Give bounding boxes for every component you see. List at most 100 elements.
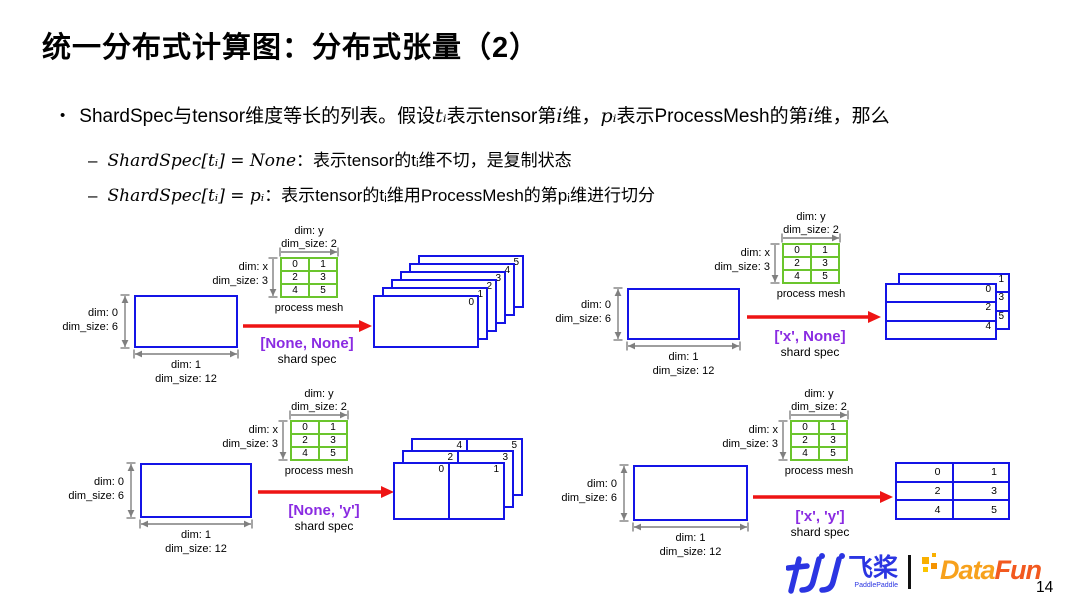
shard-label: 3 bbox=[998, 292, 1004, 304]
mesh-cell: 3 bbox=[310, 272, 336, 283]
tensor-dim0-size-label: dim_size: 6 bbox=[555, 313, 611, 325]
dim-arrow-head bbox=[121, 296, 129, 303]
dim-arrow-head bbox=[127, 510, 135, 517]
mesh-cell: 2 bbox=[792, 435, 818, 446]
dim-arrow-head bbox=[141, 520, 148, 528]
shard-label: 3 bbox=[502, 452, 508, 463]
grid-cell: 0 bbox=[934, 466, 941, 479]
paddlepaddle-icon bbox=[786, 553, 845, 594]
bullet-sub-2: –ShardSpec[tᵢ] = pᵢ：表示tensor的tᵢ维用Process… bbox=[88, 181, 655, 206]
col-shard-cell: 1 bbox=[448, 464, 503, 518]
dim-arrow-head bbox=[269, 289, 277, 296]
dim-arrow-head bbox=[135, 350, 142, 358]
bullet-text: ShardSpec与tensor维度等长的列表。假设 bbox=[79, 106, 436, 127]
col-shard-cell: 4 bbox=[413, 440, 466, 494]
tensor-dim1-label: dim: 1 bbox=[668, 351, 699, 363]
tensor-dim0-label: dim: 0 bbox=[94, 475, 124, 488]
mesh-dim-x-label: dim: x bbox=[238, 261, 268, 273]
mesh-dim-size-x-label: dim_size: 3 bbox=[222, 438, 278, 450]
mesh-dim-size-x-label: dim_size: 3 bbox=[714, 261, 770, 273]
bullet-text: 维，那么 bbox=[813, 106, 890, 127]
mesh-dim-y-label: dim: y bbox=[304, 388, 334, 400]
mesh-cell: 3 bbox=[320, 435, 346, 446]
datafun-text-2: Fun bbox=[994, 555, 1042, 585]
mesh-cell: 2 bbox=[292, 435, 318, 446]
mesh-dim-size-x-label: dim_size: 3 bbox=[212, 275, 268, 287]
mesh-cell: 5 bbox=[812, 271, 838, 282]
transform-arrow-head bbox=[880, 491, 893, 503]
tensor-dim0-label: dim: 0 bbox=[587, 478, 617, 490]
mesh-cell: 1 bbox=[820, 422, 846, 433]
transform-arrow-head bbox=[359, 320, 372, 332]
mesh-dim-size-y-label: dim_size: 2 bbox=[791, 401, 847, 413]
tensor-rect bbox=[140, 463, 252, 518]
math-i: i bbox=[556, 105, 563, 127]
dim-arrow-head bbox=[620, 513, 628, 520]
process-mesh-caption: process mesh bbox=[784, 465, 854, 477]
shard-label: 0 bbox=[985, 284, 991, 295]
bullet-text: 表示tensor第 bbox=[446, 106, 557, 127]
shard-spec-caption: shard spec bbox=[780, 345, 840, 359]
dash-marker: – bbox=[88, 186, 98, 205]
mesh-cell: 2 bbox=[784, 258, 810, 269]
shard-label: 2 bbox=[447, 452, 453, 463]
bullet-marker: • bbox=[60, 107, 66, 124]
shard-label: 0 bbox=[438, 464, 444, 475]
math-expression: ShardSpec[tᵢ] = None bbox=[107, 151, 297, 171]
shard-label: 4 bbox=[985, 320, 991, 332]
mesh-cell: 4 bbox=[282, 285, 308, 296]
bullet-sub-1: –ShardSpec[tᵢ] = None：表示tensor的tᵢ维不切，是复制… bbox=[88, 146, 572, 171]
mesh-dim-y-label: dim: y bbox=[804, 388, 834, 400]
replica-label: 5 bbox=[513, 257, 519, 268]
math-pi: pᵢ bbox=[600, 105, 617, 127]
shard-label: 5 bbox=[998, 310, 1004, 322]
mesh-cell: 0 bbox=[292, 422, 318, 433]
grid-cell: 3 bbox=[951, 482, 1009, 500]
replica-label: 4 bbox=[504, 265, 510, 276]
shard-label: 4 bbox=[456, 440, 462, 451]
sub-text: ：表示tensor的tᵢ维不切，是复制状态 bbox=[296, 151, 572, 170]
process-mesh-caption: process mesh bbox=[274, 302, 344, 314]
math-expression: ShardSpec[tᵢ] = pᵢ bbox=[107, 186, 265, 206]
mesh-cell: 4 bbox=[292, 448, 318, 459]
tensor-dim1-label: dim: 1 bbox=[181, 529, 211, 541]
shard-label: 5 bbox=[511, 440, 517, 451]
dim-arrow-head bbox=[628, 342, 635, 350]
grid-cell: 2 bbox=[934, 485, 941, 497]
bullet-text: 维， bbox=[562, 106, 601, 127]
mesh-cell: 1 bbox=[310, 259, 336, 270]
math-i: i bbox=[807, 105, 814, 127]
replica-label: 2 bbox=[486, 281, 492, 292]
shard-label: 1 bbox=[998, 274, 1004, 285]
tensor-dim0-size-label: dim_size: 6 bbox=[68, 489, 124, 502]
row-shard-cell: 2 bbox=[887, 301, 995, 319]
tensor-rect bbox=[134, 295, 238, 348]
mesh-dim-size-y-label: dim_size: 2 bbox=[783, 224, 839, 236]
grid-cell: 4 bbox=[934, 503, 941, 516]
mesh-dim-y-label: dim: y bbox=[294, 225, 324, 237]
mesh-dim-x-label: dim: x bbox=[740, 247, 770, 259]
mesh-cell: 4 bbox=[784, 271, 810, 282]
mesh-cell: 0 bbox=[282, 259, 308, 270]
shard-spec-value: [None, 'y'] bbox=[288, 502, 360, 519]
process-mesh-caption: process mesh bbox=[284, 465, 354, 477]
bullet-main: •ShardSpec与tensor维度等长的列表。假设tᵢ表示tensor第i维… bbox=[60, 101, 890, 128]
replica-rect: 0 bbox=[373, 295, 479, 348]
mesh-cell: 3 bbox=[812, 258, 838, 269]
dim-arrow-head bbox=[121, 340, 129, 347]
shard-spec-value: ['x', 'y'] bbox=[795, 508, 845, 525]
shard-label: 1 bbox=[493, 464, 499, 475]
pixel-decoration bbox=[932, 553, 937, 557]
mesh-cell: 4 bbox=[792, 448, 818, 459]
mesh-dim-size-x-label: dim_size: 3 bbox=[722, 438, 778, 450]
dash-marker: – bbox=[88, 151, 98, 170]
row-shard-cell: 0 bbox=[887, 284, 995, 301]
